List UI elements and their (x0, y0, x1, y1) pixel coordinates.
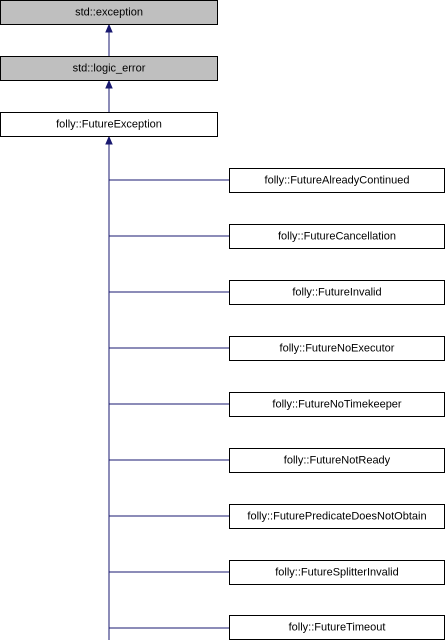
node-label: std::logic_error (73, 63, 146, 75)
node-label: folly::FutureNotReady (284, 455, 391, 467)
node-box (229, 168, 445, 193)
node-box (229, 392, 445, 417)
node-future-invalid[interactable]: folly::FutureInvalid (229, 280, 445, 305)
node-label: folly::FutureCancellation (278, 231, 396, 243)
node-future-timeout[interactable]: folly::FutureTimeout (229, 615, 445, 640)
node-future-predicate-does-not-obtain[interactable]: folly::FuturePredicateDoesNotObtain (229, 504, 445, 529)
node-future-cancellation[interactable]: folly::FutureCancellation (229, 224, 445, 249)
node-box (229, 448, 445, 473)
node-box (229, 615, 445, 640)
node-box (229, 224, 445, 249)
node-std-logic-error[interactable]: std::logic_error (0, 56, 218, 81)
node-future-splitter-invalid[interactable]: folly::FutureSplitterInvalid (229, 560, 445, 585)
node-box (0, 0, 218, 25)
node-label: folly::FutureException (56, 119, 162, 131)
node-label: std::exception (75, 7, 143, 19)
node-box (0, 112, 218, 137)
node-box (229, 560, 445, 585)
derived-branches (109, 179, 229, 629)
node-future-not-ready[interactable]: folly::FutureNotReady (229, 448, 445, 473)
node-label: folly::FutureInvalid (292, 287, 381, 299)
node-std-exception[interactable]: std::exception (0, 0, 218, 25)
arrow-head-icon (105, 79, 113, 89)
node-future-already-continued[interactable]: folly::FutureAlreadyContinued (229, 168, 445, 193)
node-label: folly::FuturePredicateDoesNotObtain (247, 511, 426, 523)
node-label: folly::FutureSplitterInvalid (275, 567, 399, 579)
node-box (229, 280, 445, 305)
node-label: folly::FutureNoExecutor (280, 343, 395, 355)
arrow-head-icon (105, 23, 113, 33)
node-label: folly::FutureAlreadyContinued (265, 175, 410, 187)
node-label: folly::FutureTimeout (289, 622, 386, 634)
arrow-head-icon (105, 135, 113, 145)
node-box (0, 56, 218, 81)
node-box (229, 504, 445, 529)
node-box (229, 336, 445, 361)
node-folly-future-exception[interactable]: folly::FutureException (0, 112, 218, 137)
node-future-no-executor[interactable]: folly::FutureNoExecutor (229, 336, 445, 361)
node-label: folly::FutureNoTimekeeper (272, 399, 402, 411)
node-future-no-timekeeper[interactable]: folly::FutureNoTimekeeper (229, 392, 445, 417)
